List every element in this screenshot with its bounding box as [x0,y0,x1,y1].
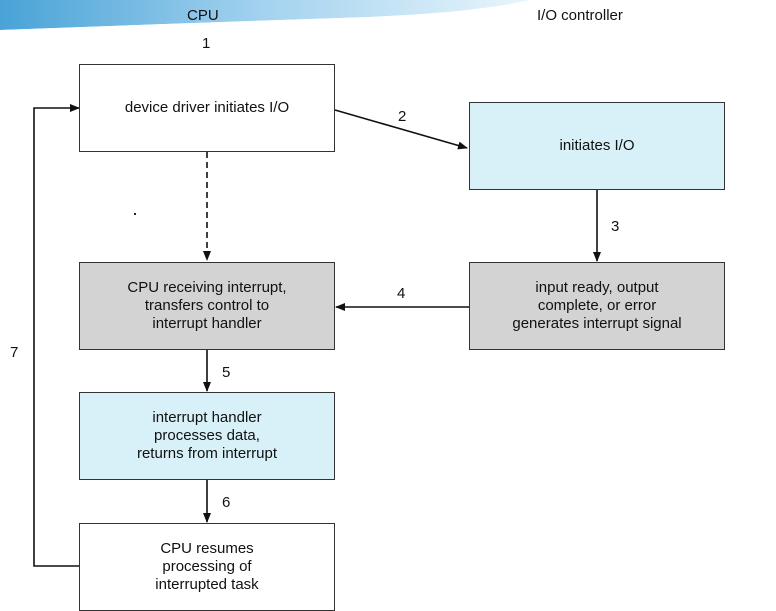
column-label-io-controller: I/O controller [537,7,623,24]
step-number-5: 5 [222,364,231,381]
header-banner [0,0,536,34]
step-number-7: 7 [10,344,19,361]
step-number-4: 4 [397,285,406,302]
box-input-ready: input ready, output complete, or error g… [469,262,725,350]
box-interrupt-handler: interrupt handler processes data, return… [79,392,335,480]
box-cpu-receiving-interrupt: CPU receiving interrupt, transfers contr… [79,262,335,350]
step-number-6: 6 [222,494,231,511]
column-label-cpu: CPU [187,7,219,24]
stray-dot [134,213,136,215]
box-cpu-resumes: CPU resumes processing of interrupted ta… [79,523,335,611]
arrow-step-7 [33,104,80,567]
step-number-3: 3 [611,218,620,235]
step-number-1: 1 [202,35,211,52]
arrow-step-2 [334,109,468,150]
box-device-driver-initiates-io: device driver initiates I/O [79,64,335,152]
box-initiates-io: initiates I/O [469,102,725,190]
step-number-2: 2 [398,108,407,125]
